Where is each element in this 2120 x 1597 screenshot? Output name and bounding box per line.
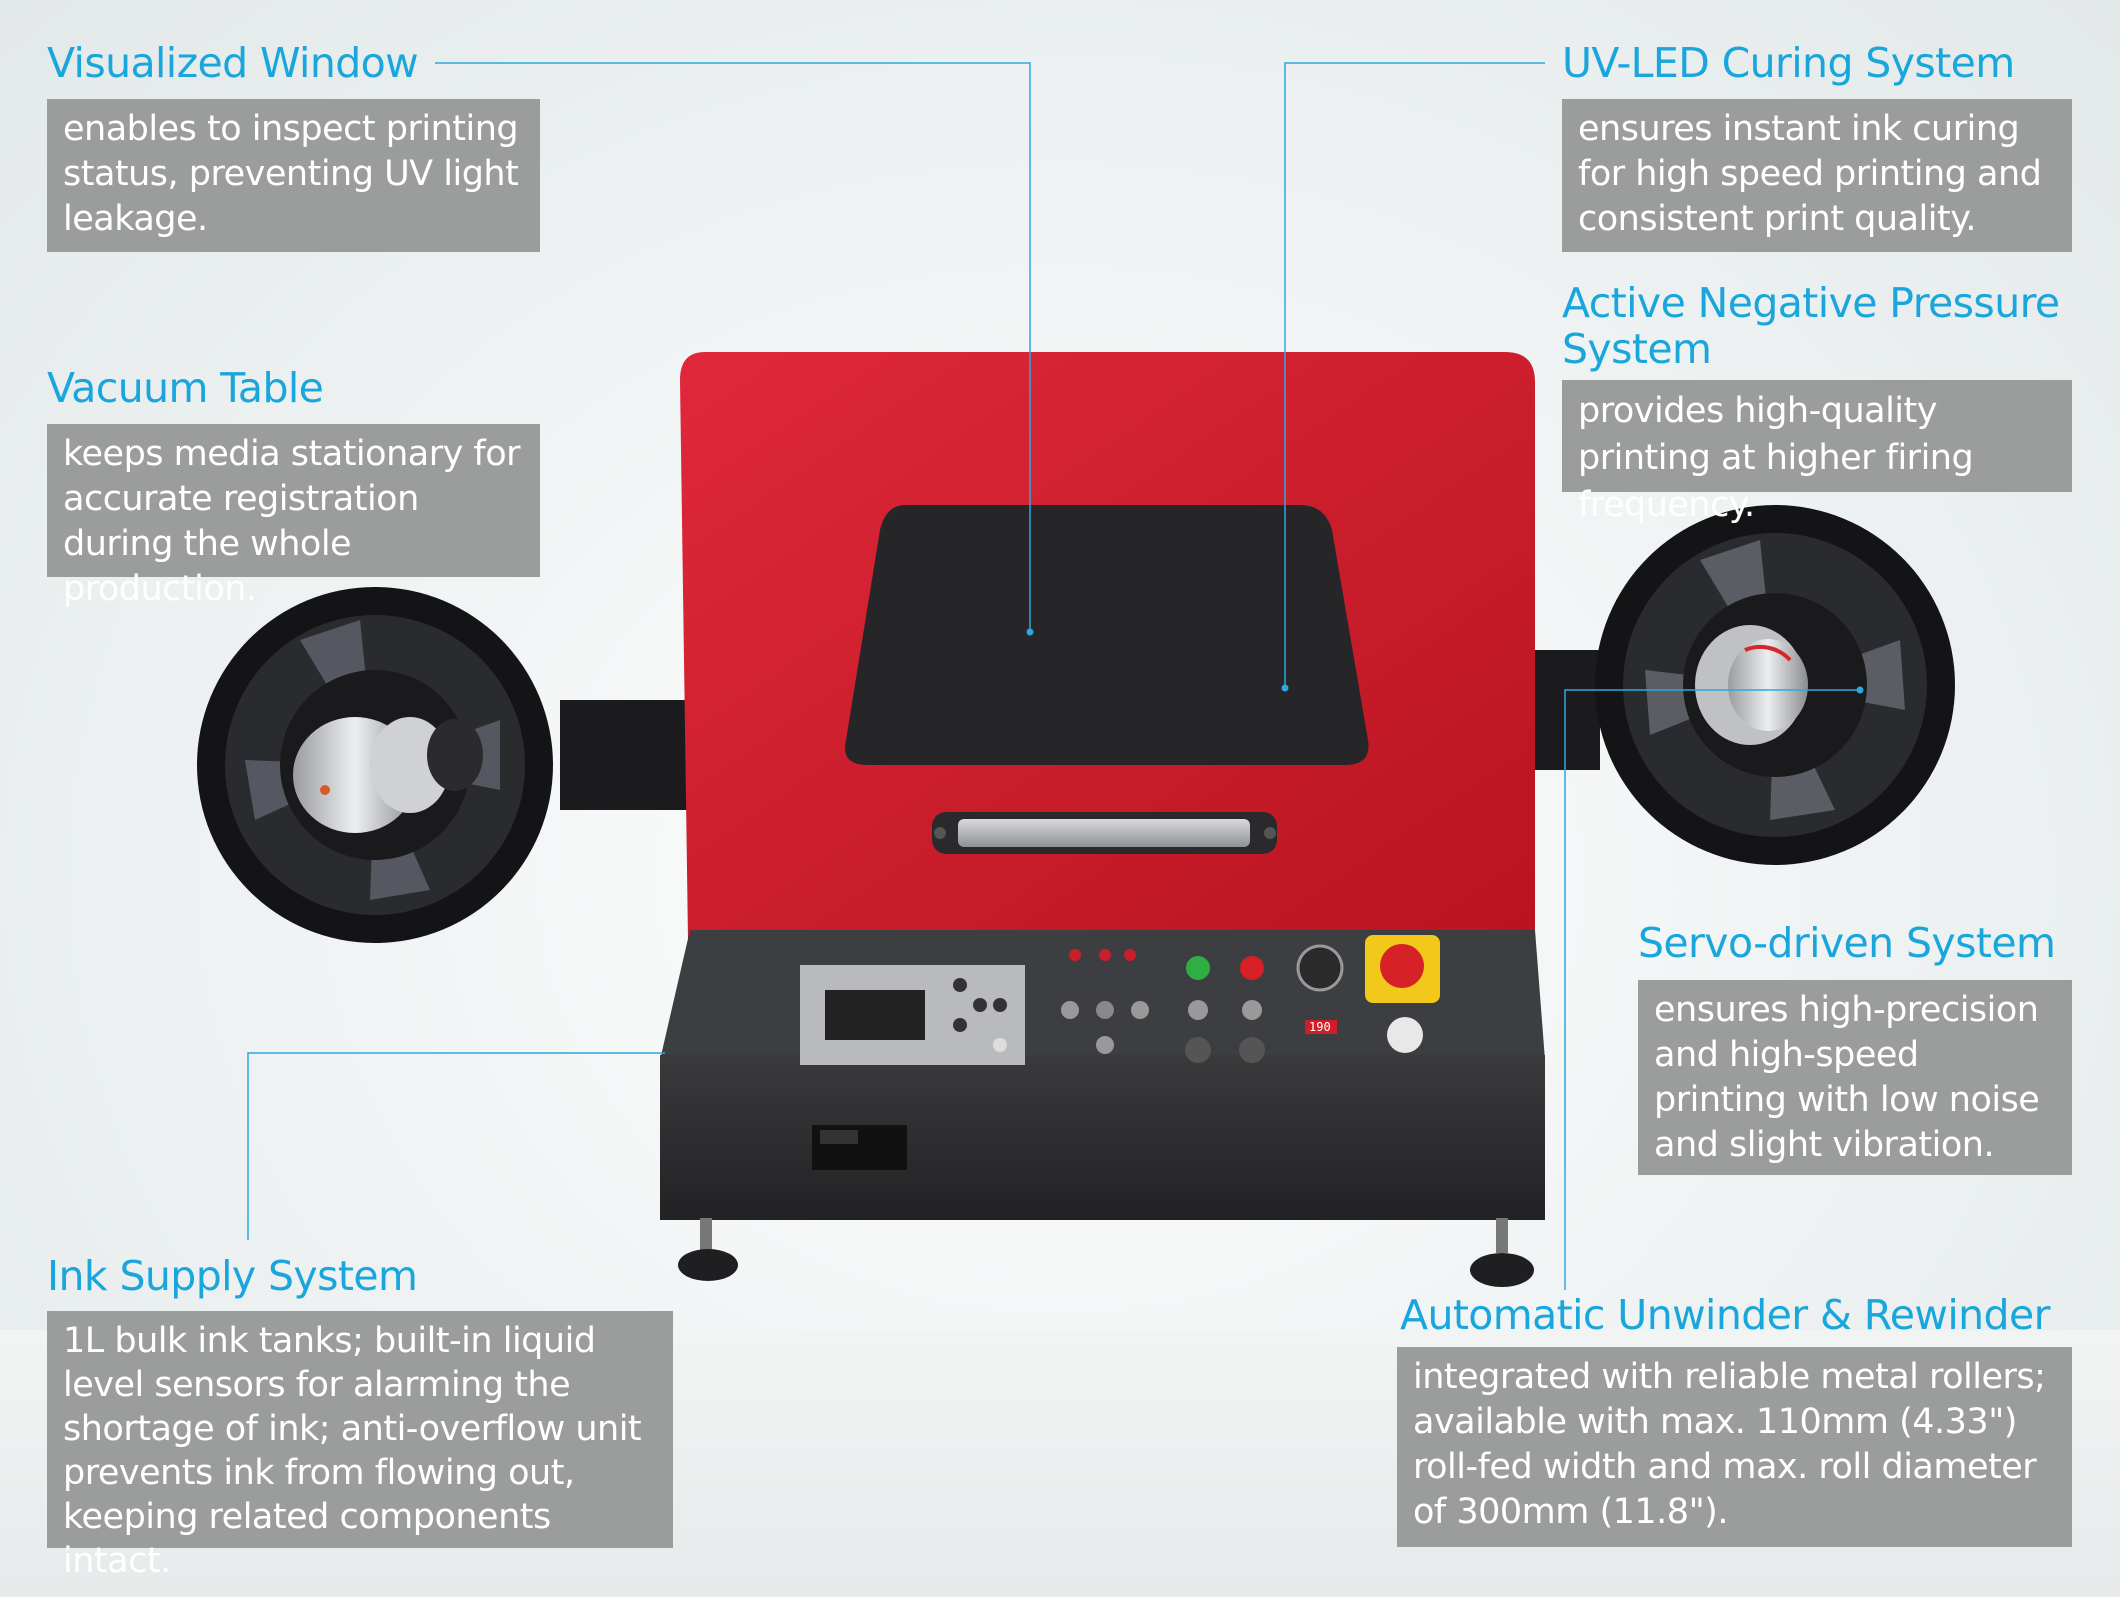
- red-cover: [680, 352, 1535, 940]
- visualized-window-desc: enables to inspect printing status, prev…: [47, 99, 540, 252]
- svg-text:190: 190: [1309, 1020, 1331, 1034]
- base-cabinet: 190: [660, 930, 1545, 1220]
- servo-title: Servo-driven System: [1638, 919, 2056, 967]
- negative-pressure-desc: provides high-quality printing at higher…: [1562, 380, 2072, 525]
- uv-led-title: UV-LED Curing System: [1562, 39, 2015, 87]
- servo-desc: ensures high-precision and high-speed pr…: [1638, 980, 2072, 1175]
- visualized-window-title: Visualized Window: [47, 39, 419, 87]
- viewing-window: [844, 505, 1369, 765]
- negative-pressure-title: Active Negative Pressure System: [1562, 279, 2060, 373]
- vacuum-table-desc: keeps media stationary for accurate regi…: [47, 424, 540, 609]
- ink-supply-desc: 1L bulk ink tanks; built-in liquid level…: [47, 1311, 673, 1581]
- ink-supply-title: Ink Supply System: [47, 1252, 418, 1300]
- left-reel: [197, 587, 700, 943]
- uv-led-desc: ensures instant ink curing for high spee…: [1562, 99, 2072, 252]
- unwinder-title: Automatic Unwinder & Rewinder: [1400, 1291, 2050, 1339]
- unwinder-desc: integrated with reliable metal rollers; …: [1397, 1347, 2072, 1547]
- leveling-feet: [678, 1218, 1534, 1287]
- right-reel: [1520, 505, 1955, 865]
- vacuum-table-title: Vacuum Table: [47, 364, 324, 412]
